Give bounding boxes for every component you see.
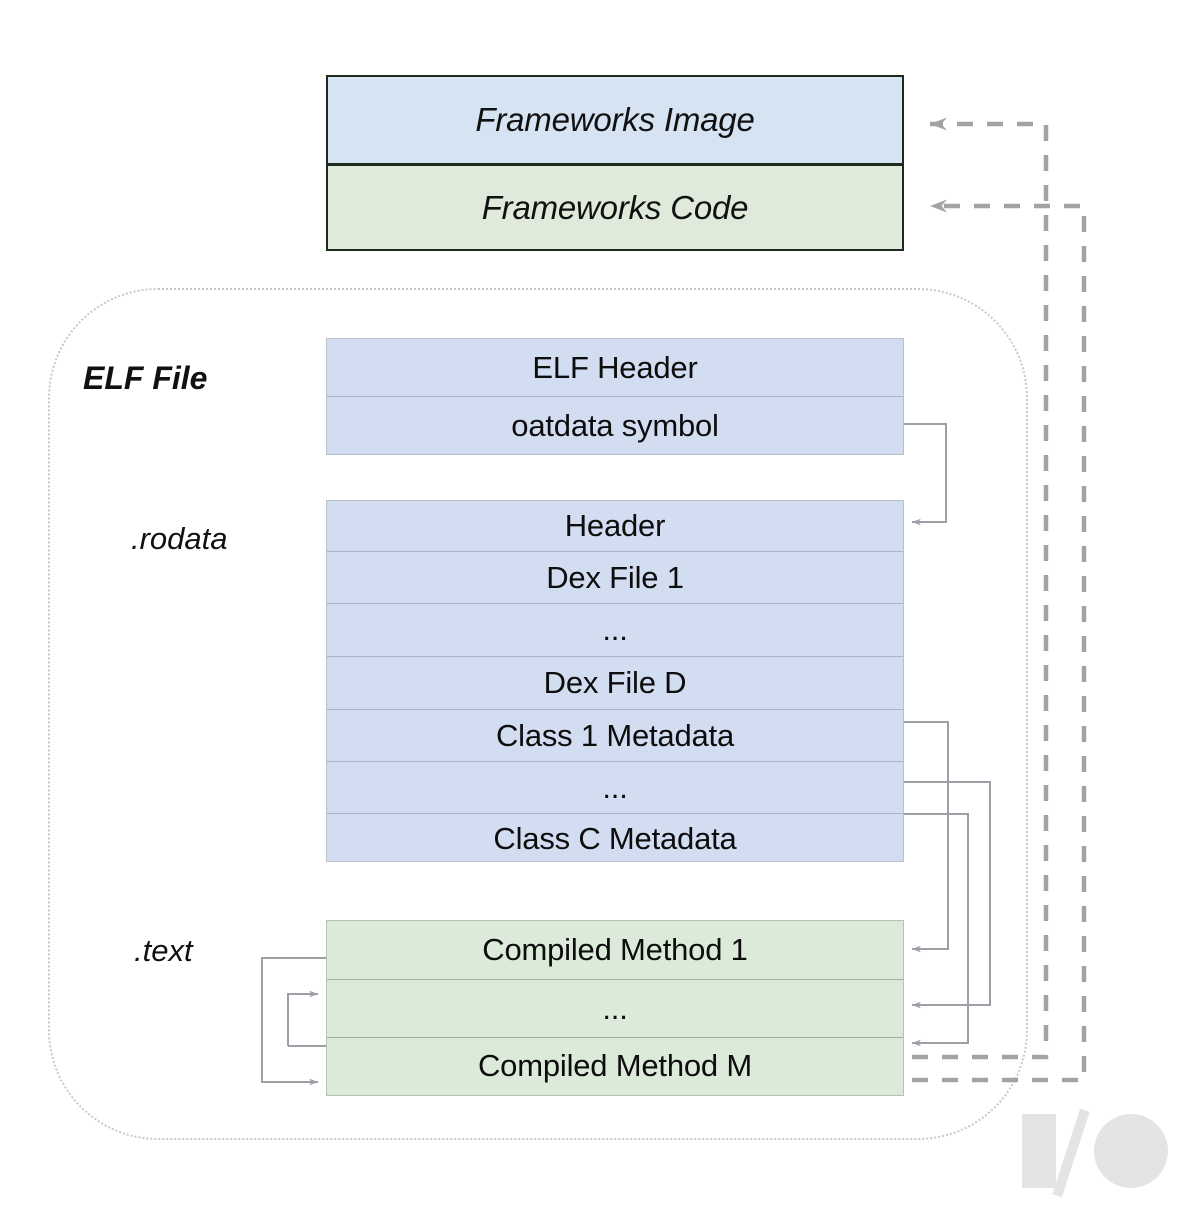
rodata-row-dex-file-d[interactable]: Dex File D (327, 656, 903, 709)
rodata-row-class-c-metadata[interactable]: Class C Metadata (327, 813, 903, 863)
io-logo-i-bar (1022, 1114, 1056, 1188)
text-section: Compiled Method 1 ... Compiled Method M (326, 920, 904, 1096)
connector-method1-to-ellipsis (287, 990, 326, 1047)
elf-header-section: ELF Header oatdata symbol (326, 338, 904, 455)
rodata-row-class-ellipsis[interactable]: ... (327, 761, 903, 813)
text-section-label: .text (134, 933, 193, 968)
connector-classc-to-method-ellipsis (904, 781, 991, 1009)
frameworks-code-label: Frameworks Code (481, 188, 749, 226)
connector-oatdata-to-header (904, 423, 947, 526)
text-row-ellipsis[interactable]: ... (327, 979, 903, 1037)
rodata-section: Header Dex File 1 ... Dex File D Class 1… (326, 500, 904, 862)
elf-file-group-label: ELF File (83, 360, 208, 396)
rodata-row-dex-ellipsis[interactable]: ... (327, 603, 903, 656)
rodata-section-label: .rodata (131, 521, 228, 556)
text-row-compiled-method-1[interactable]: Compiled Method 1 (482, 932, 748, 967)
connector-method1-to-methodm (261, 957, 326, 1086)
elf-header-row[interactable]: ELF Header (532, 349, 698, 385)
io-logo-slash (1052, 1108, 1090, 1198)
frameworks-image-box[interactable]: Frameworks Image (328, 77, 902, 163)
connector-methodm-to-frameworks-image (912, 117, 1049, 1060)
text-row-compiled-method-m[interactable]: Compiled Method M (327, 1037, 903, 1094)
rodata-row-dex-file-1[interactable]: Dex File 1 (327, 551, 903, 603)
connector-methodm-to-frameworks-code (912, 199, 1087, 1083)
frameworks-code-box[interactable]: Frameworks Code (328, 163, 902, 249)
rodata-row-header[interactable]: Header (564, 508, 666, 543)
connector-classc-to-methodm (904, 813, 969, 1047)
connector-class1-to-method1 (904, 721, 949, 953)
io-logo-o-circle (1094, 1114, 1168, 1188)
google-io-logo (1022, 1108, 1168, 1198)
frameworks-image-label: Frameworks Image (475, 101, 755, 138)
rodata-row-class-1-metadata[interactable]: Class 1 Metadata (327, 709, 903, 761)
frameworks-stack: Frameworks Image Frameworks Code (326, 75, 904, 251)
oatdata-symbol-row[interactable]: oatdata symbol (327, 396, 903, 454)
